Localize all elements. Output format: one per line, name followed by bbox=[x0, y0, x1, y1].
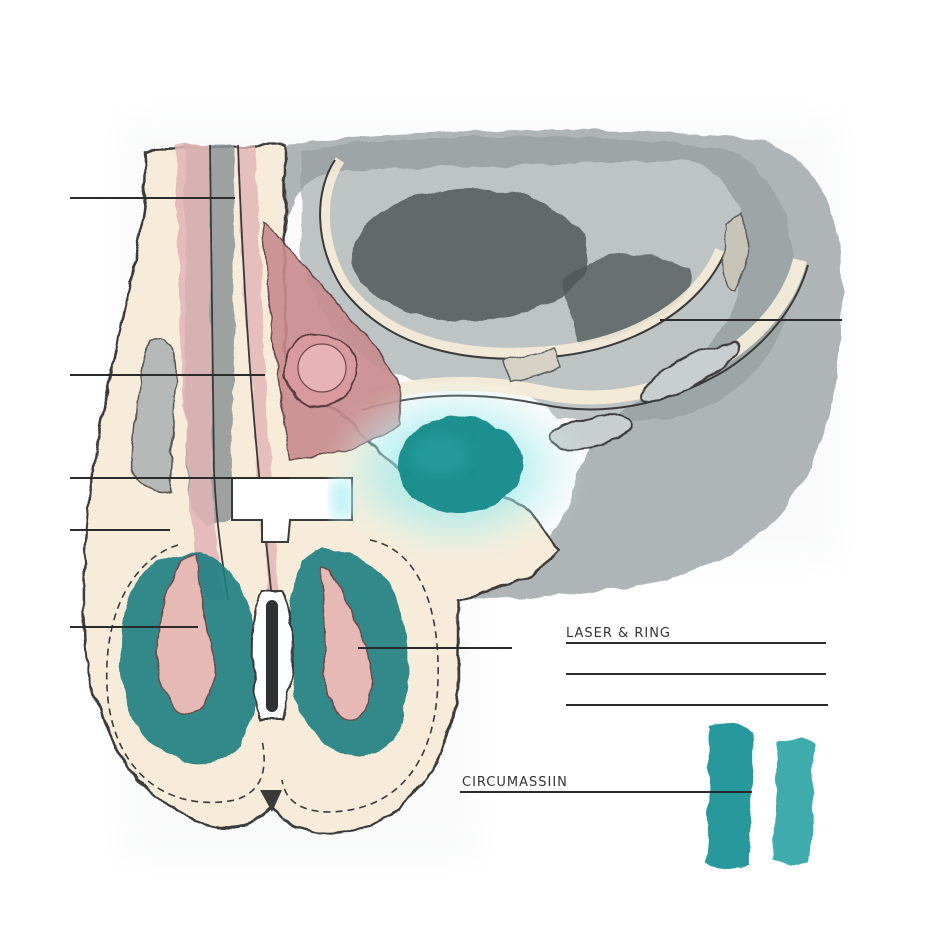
central-slit bbox=[266, 600, 278, 712]
cyan-highlight-edge bbox=[330, 480, 354, 518]
right-lobe-dashed bbox=[281, 539, 439, 813]
rectum-dark bbox=[352, 189, 588, 321]
left-lobe-dashed bbox=[105, 544, 265, 804]
urethra-pink-channel bbox=[175, 145, 225, 600]
pelvic-capsule-upper bbox=[639, 342, 741, 402]
coccyx-segments bbox=[722, 213, 748, 291]
left-testis-pink bbox=[156, 553, 215, 714]
prostate-gland-inner bbox=[297, 343, 347, 393]
annotation-circumassiin: CIRCUMASSIIN bbox=[462, 775, 568, 790]
small-tissue-band bbox=[504, 347, 561, 383]
bottom-notch bbox=[260, 790, 282, 812]
pelvic-outer-gray bbox=[285, 130, 843, 599]
teal-brush-stroke-left bbox=[705, 722, 753, 869]
annotation-laser-ring: LASER & RING bbox=[566, 626, 671, 641]
right-testis-pink bbox=[319, 567, 373, 721]
teal-brush-stroke-right bbox=[772, 737, 814, 865]
bladder-teal-shade bbox=[410, 435, 470, 475]
bowel-shadow bbox=[560, 253, 692, 345]
gray-left-pocket bbox=[131, 338, 177, 492]
pelvic-inner-boundary bbox=[319, 157, 725, 358]
pelvic-inner-outline bbox=[319, 159, 727, 360]
